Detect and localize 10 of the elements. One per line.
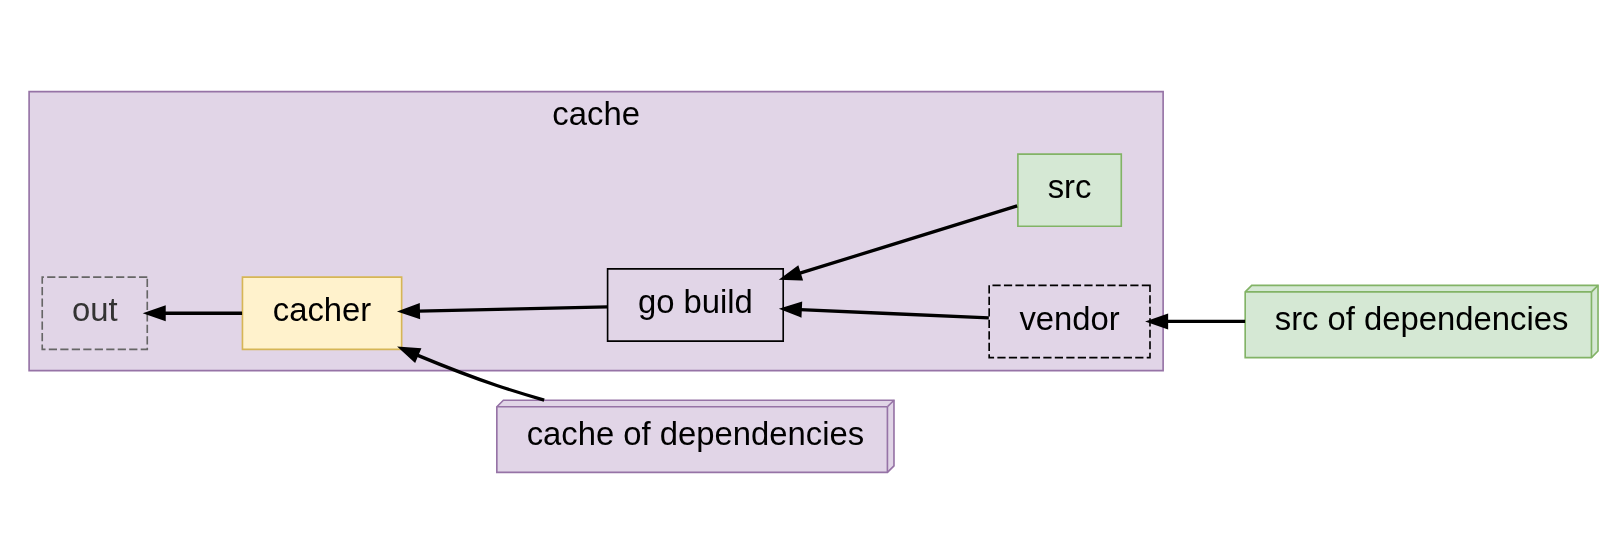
node-box: go build xyxy=(606,267,785,342)
node-box: vendor xyxy=(988,284,1151,358)
arrow xyxy=(396,302,608,319)
node-box: src xyxy=(1017,152,1123,227)
node-box: cacher xyxy=(241,275,403,350)
arrow xyxy=(142,304,243,321)
arrow xyxy=(778,301,989,320)
arrow xyxy=(1145,312,1246,329)
node-box: out xyxy=(41,275,149,350)
arrow xyxy=(778,203,1018,281)
